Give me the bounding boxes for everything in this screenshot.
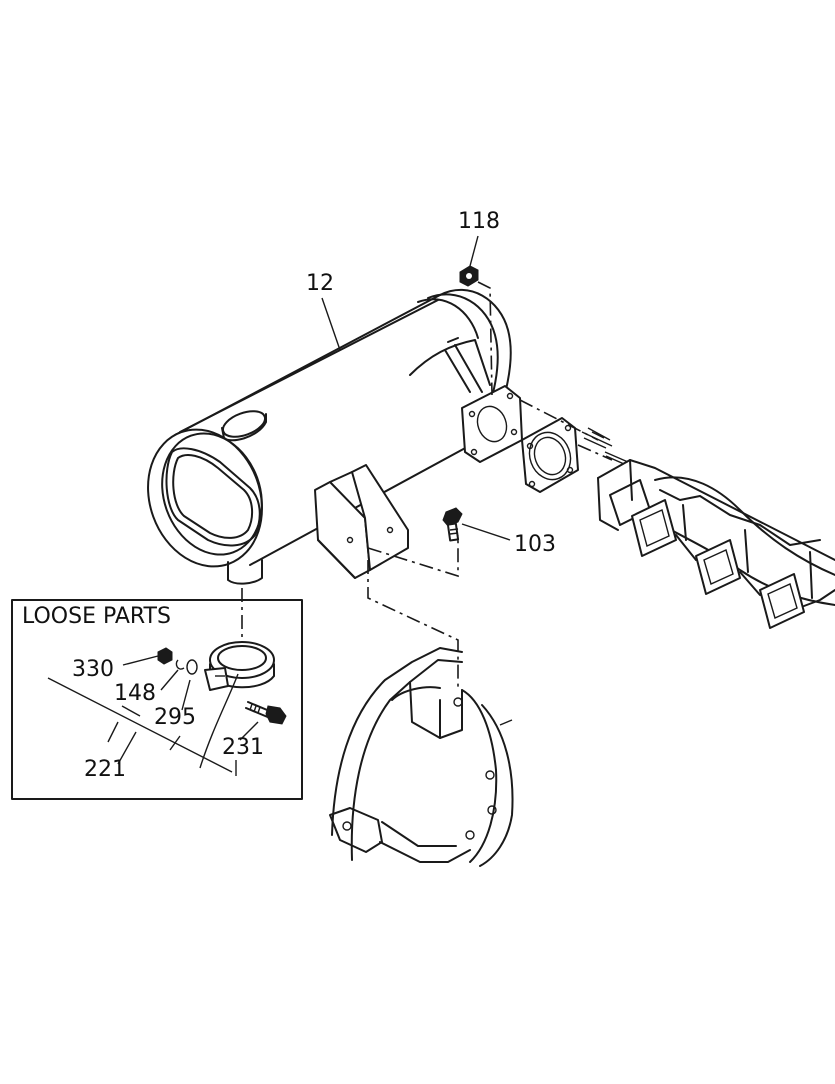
gasket <box>521 417 579 493</box>
lockwasher-148 <box>175 659 185 670</box>
callout-103: 103 <box>514 532 556 557</box>
bolt-231 <box>245 701 287 725</box>
callout-148: 148 <box>114 681 156 706</box>
washer-295 <box>186 659 198 675</box>
nut-118 <box>459 265 479 287</box>
leader-103 <box>461 523 511 541</box>
callout-118: 118 <box>458 209 500 234</box>
callout-330: 330 <box>72 657 114 682</box>
callout-221: 221 <box>84 757 126 782</box>
muffler-bracket <box>314 464 409 579</box>
leader-12 <box>321 297 341 351</box>
bolt-103 <box>442 507 463 542</box>
exhaust-manifold <box>581 427 835 629</box>
leader-118 <box>469 235 479 267</box>
leader-centerlines <box>241 281 613 690</box>
exhaust-clamp <box>204 641 275 691</box>
loose-parts-title: LOOSE PARTS <box>22 604 171 629</box>
callout-12: 12 <box>306 271 334 296</box>
callout-295: 295 <box>154 705 196 730</box>
callout-231: 231 <box>222 735 264 760</box>
loose-parts-box <box>11 599 303 800</box>
flywheel-housing <box>329 647 514 867</box>
muffler <box>147 289 523 585</box>
nut-330 <box>157 647 173 665</box>
